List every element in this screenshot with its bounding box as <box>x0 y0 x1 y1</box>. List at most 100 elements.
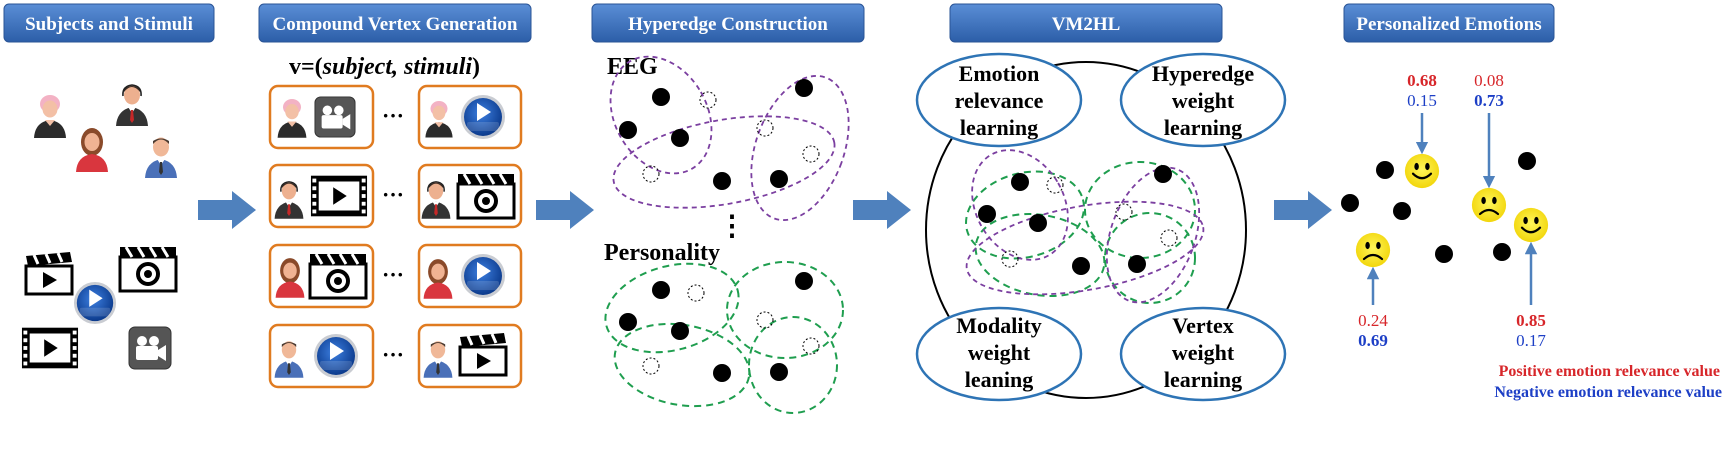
hyperedge-outline <box>726 261 844 359</box>
smiley-icon <box>1513 207 1549 243</box>
camera-icon <box>128 326 172 370</box>
video-badge-icon <box>461 95 505 139</box>
hyperedge-outline <box>613 322 751 408</box>
ellipsis: ··· <box>382 342 404 367</box>
frown-top-negative: 0.73 <box>1474 91 1504 110</box>
stimuli-group <box>21 245 178 370</box>
vertex <box>770 170 788 188</box>
header-subjects: Subjects and Stimuli <box>3 3 215 43</box>
hyperedge-outline <box>1084 161 1196 259</box>
header-compound-text: Compound Vertex Generation <box>273 14 518 35</box>
vertex <box>1435 245 1453 263</box>
subjects-group <box>34 84 177 178</box>
clapperboard-icon <box>308 252 368 300</box>
vertex <box>1518 152 1536 170</box>
frown-top-positive: 0.08 <box>1474 71 1504 90</box>
vertex <box>1493 243 1511 261</box>
vm2hl-hypergraph <box>965 149 1205 304</box>
oval-text-line: Modality <box>956 313 1042 338</box>
vertex <box>652 281 670 299</box>
vertex <box>1376 161 1394 179</box>
oval-text-line: leaning <box>965 367 1033 392</box>
smiley-bottom-negative: 0.17 <box>1516 331 1546 350</box>
vertex-empty <box>642 357 660 375</box>
flow-arrow-4 <box>1274 191 1332 229</box>
vertex-empty <box>1001 250 1019 268</box>
header-personalized: Personalized Emotions <box>1343 3 1555 43</box>
vertex-empty <box>802 337 820 355</box>
oval-text-line: relevance <box>955 88 1044 113</box>
vm2hl-panel: Emotion relevance learning Hyperedge wei… <box>915 52 1287 402</box>
compound-row-3: ··· <box>268 243 523 309</box>
oval-text-line: learning <box>960 115 1038 140</box>
vertical-ellipsis: ⋮ <box>718 211 746 242</box>
header-compound: Compound Vertex Generation <box>258 3 532 43</box>
frown-icon <box>1471 187 1507 223</box>
clapperboard-icon <box>456 172 516 220</box>
frown-bottom-negative: 0.69 <box>1358 331 1388 350</box>
vertex-empty <box>687 284 705 302</box>
person-female-icon <box>76 128 108 172</box>
oval-text-line: learning <box>1164 367 1242 392</box>
personality-label: Personality <box>604 240 720 266</box>
vertex <box>1341 194 1359 212</box>
vertex-empty <box>642 165 660 183</box>
oval-modality-weight: Modality weight leaning <box>915 306 1083 402</box>
clapperboard-icon <box>458 333 508 377</box>
vertex <box>1393 202 1411 220</box>
smiley-bottom-positive: 0.85 <box>1516 311 1546 330</box>
header-personalized-text: Personalized Emotions <box>1356 14 1541 35</box>
compound-formula: v=(subject, stimuli) <box>289 54 480 80</box>
vertex <box>713 172 731 190</box>
hyperedge-outline <box>971 149 1069 261</box>
ellipsis: ··· <box>382 103 404 128</box>
legend-positive: Positive emotion relevance value <box>1499 363 1720 380</box>
video-play-icon <box>310 175 368 217</box>
ellipsis: ··· <box>382 182 404 207</box>
vertex <box>652 88 670 106</box>
compound-row-1: ··· <box>268 84 523 150</box>
compound-row-2: ··· <box>268 163 523 229</box>
vertex <box>619 121 637 139</box>
oval-text-line: learning <box>1164 115 1242 140</box>
vertex <box>619 313 637 331</box>
vertex <box>978 205 996 223</box>
vertex <box>1029 214 1047 232</box>
flow-arrow-2 <box>536 191 594 229</box>
ellipsis: ··· <box>382 262 404 287</box>
hyperedge-outline <box>965 200 1205 296</box>
hyperedge-outline <box>604 262 740 354</box>
vertex <box>713 364 731 382</box>
hyperedge-outline <box>1105 166 1201 304</box>
hyperedge-outline <box>612 115 836 209</box>
compound-vertex-rows: ··· ··· ··· <box>268 84 523 389</box>
oval-text-line: Hyperedge <box>1152 61 1254 86</box>
vertex-empty <box>699 91 717 109</box>
vertex-empty <box>1046 176 1064 194</box>
vertex <box>770 363 788 381</box>
hyperedge-outline <box>1104 212 1196 304</box>
header-vm2hl-text: VM2HL <box>1052 14 1121 35</box>
emotions-panel: 0.68 0.15 0.08 0.73 0.24 0.69 0.85 0.17 … <box>1341 71 1722 401</box>
flow-arrow-3 <box>853 191 911 229</box>
oval-hyperedge-weight: Hyperedge weight learning <box>1119 52 1287 148</box>
vertex-empty <box>756 119 774 137</box>
compound-row-4: ··· <box>268 323 523 389</box>
video-badge-icon <box>73 281 117 325</box>
oval-text-line: weight <box>1172 88 1235 113</box>
video-badge-icon <box>314 334 358 378</box>
eeg-label: EEG <box>607 54 658 80</box>
oval-emotion-relevance: Emotion relevance learning <box>915 52 1083 148</box>
header-vm2hl: VM2HL <box>949 3 1223 43</box>
vertex-empty <box>1160 229 1178 247</box>
oval-vertex-weight: Vertex weight learning <box>1119 306 1287 402</box>
smiley-icon <box>1404 153 1440 189</box>
vertex <box>671 322 689 340</box>
vm2hl-outer-circle <box>925 61 1247 399</box>
oval-text-line: weight <box>1172 340 1235 365</box>
header-subjects-text: Subjects and Stimuli <box>25 14 193 35</box>
vertex <box>795 79 813 97</box>
smiley-top-positive: 0.68 <box>1407 71 1437 90</box>
frown-bottom-positive: 0.24 <box>1358 311 1388 330</box>
